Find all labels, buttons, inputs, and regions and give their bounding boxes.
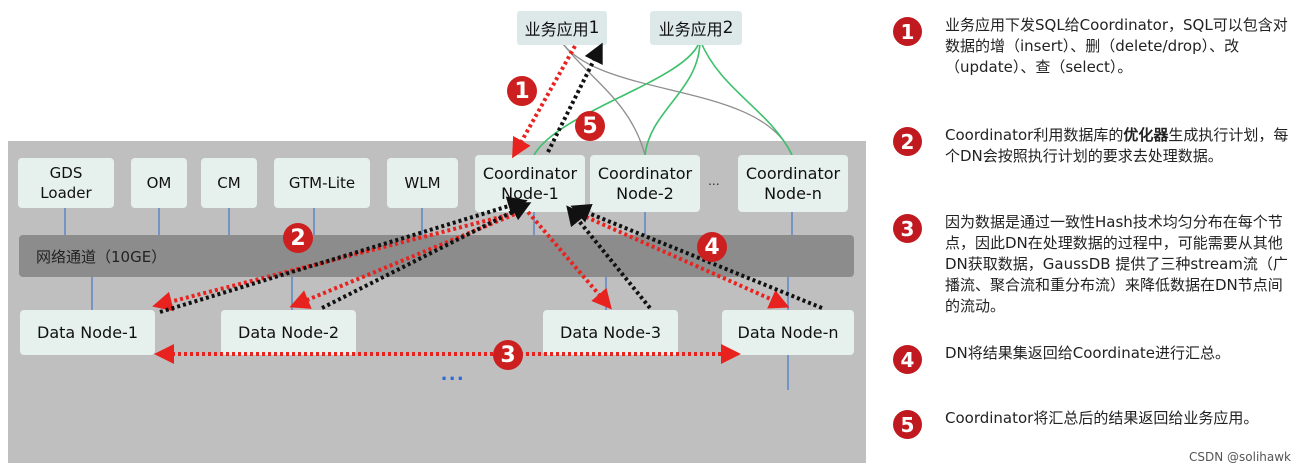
step-2-text-pre: Coordinator利用数据库的 (945, 126, 1124, 144)
component-om: OM (131, 158, 187, 208)
arrow-step2-dn2 (289, 210, 521, 309)
business-app-2-label: 业务应用 (658, 20, 723, 39)
step-3-text: 因为数据是通过一致性Hash技术均匀分布在每个节点，因此DN在处理数据的过程中，… (945, 213, 1288, 315)
business-app-1-num: 1 (588, 18, 600, 38)
component-cm: CM (201, 158, 257, 208)
badge-step-1: 1 (507, 76, 537, 106)
step-4: 4 DN将结果集返回给Coordinate进行汇总。 (893, 343, 1293, 374)
badge-step-5: 5 (575, 111, 605, 141)
arrow-step2-dn3 (526, 210, 612, 310)
business-app-1-label: 业务应用 (524, 20, 589, 39)
step-4-text: DN将结果集返回给Coordinate进行汇总。 (945, 344, 1231, 362)
data-node-ellipsis: ... (441, 360, 466, 385)
badge-step-2: 2 (283, 223, 313, 253)
business-app-2-num: 2 (722, 18, 734, 38)
step-3-number: 3 (893, 214, 922, 243)
network-channel-label: 网络通道（10GE） (36, 248, 167, 266)
step-5-number: 5 (893, 410, 922, 439)
arrow-step2-dnn (574, 210, 790, 309)
coordinator-ellipsis: ... (708, 172, 720, 188)
component-wlm: WLM (387, 158, 458, 208)
badge-step-3: 3 (493, 340, 523, 370)
badge-step-4: 4 (697, 232, 727, 262)
arrow-step4-dnn (570, 204, 823, 310)
data-node-n: Data Node-n (722, 310, 854, 355)
step-1: 1 业务应用下发SQL给Coordinator，SQL可以包含对数据的增（ins… (893, 15, 1293, 78)
component-gds-loader: GDS Loader (18, 158, 114, 208)
component-gtm-lite: GTM-Lite (274, 158, 370, 208)
step-1-number: 1 (893, 17, 922, 46)
step-2: 2 Coordinator利用数据库的优化器生成执行计划，每个DN会按照执行计划… (893, 125, 1293, 167)
step-3: 3 因为数据是通过一致性Hash技术均匀分布在每个节点，因此DN在处理数据的过程… (893, 212, 1293, 317)
step-5: 5 Coordinator将汇总后的结果返回给业务应用。 (893, 408, 1293, 439)
step-2-number: 2 (893, 127, 922, 156)
arrow-step4-dn3 (566, 205, 652, 310)
step-4-number: 4 (893, 345, 922, 374)
arrow-step4-dn1 (159, 196, 528, 314)
step-2-text: Coordinator利用数据库的优化器生成执行计划，每个DN会按照执行计划的要… (945, 125, 1290, 167)
watermark: CSDN @solihawk (1188, 450, 1291, 464)
arrow-step1 (512, 45, 577, 159)
coordinator-node-2: Coordinator Node-2 (590, 155, 700, 212)
step-2-text-bold: 优化器 (1123, 126, 1169, 144)
step-2-text-post: 生成执行计划，每个DN会按照执行计划的要求去处理数据。 (945, 126, 1289, 165)
coordinator-node-1: Coordinator Node-1 (475, 155, 585, 212)
step-1-text: 业务应用下发SQL给Coordinator，SQL可以包含对数据的增（inser… (945, 16, 1288, 76)
coordinator-node-n: Coordinator Node-n (738, 155, 848, 212)
arrow-step4-dn2 (321, 202, 532, 310)
data-node-1: Data Node-1 (20, 310, 155, 355)
step-5-text: Coordinator将汇总后的结果返回给业务应用。 (945, 409, 1259, 427)
arrow-step5 (546, 42, 603, 153)
